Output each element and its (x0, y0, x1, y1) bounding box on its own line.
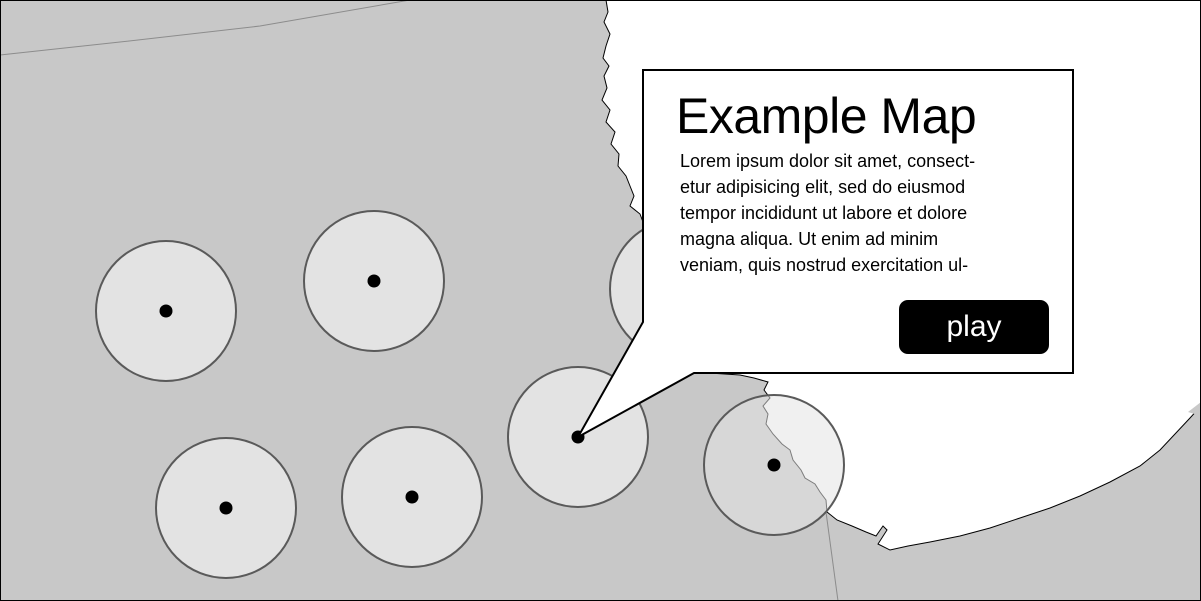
border-line (0, 0, 411, 56)
popup-description-line: Lorem ipsum dolor sit amet, consect- (680, 151, 976, 171)
border-line-south (825, 511, 839, 601)
map-marker[interactable] (341, 426, 483, 568)
marker-dot (219, 501, 233, 515)
popup-description: Lorem ipsum dolor sit amet, consect- etu… (680, 148, 1060, 278)
map-marker[interactable] (703, 394, 845, 536)
land-corner (1188, 402, 1201, 416)
marker-dot (767, 458, 781, 472)
map-marker[interactable] (155, 437, 297, 579)
marker-dot (405, 490, 419, 504)
popup-description-line: etur adipisicing elit, sed do eiusmod (680, 177, 966, 197)
map-marker[interactable] (95, 240, 237, 382)
popup-description-line: veniam, quis nostrud exercitation ul- (680, 255, 969, 275)
play-button[interactable]: play (899, 300, 1049, 354)
popup-description-line: tempor incididunt ut labore et dolore (680, 203, 968, 223)
marker-dot (159, 304, 173, 318)
map-marker[interactable] (303, 210, 445, 352)
popup-title: Example Map (676, 88, 977, 144)
marker-dot (367, 274, 381, 288)
popup-description-line: magna aliqua. Ut enim ad minim (680, 229, 939, 249)
